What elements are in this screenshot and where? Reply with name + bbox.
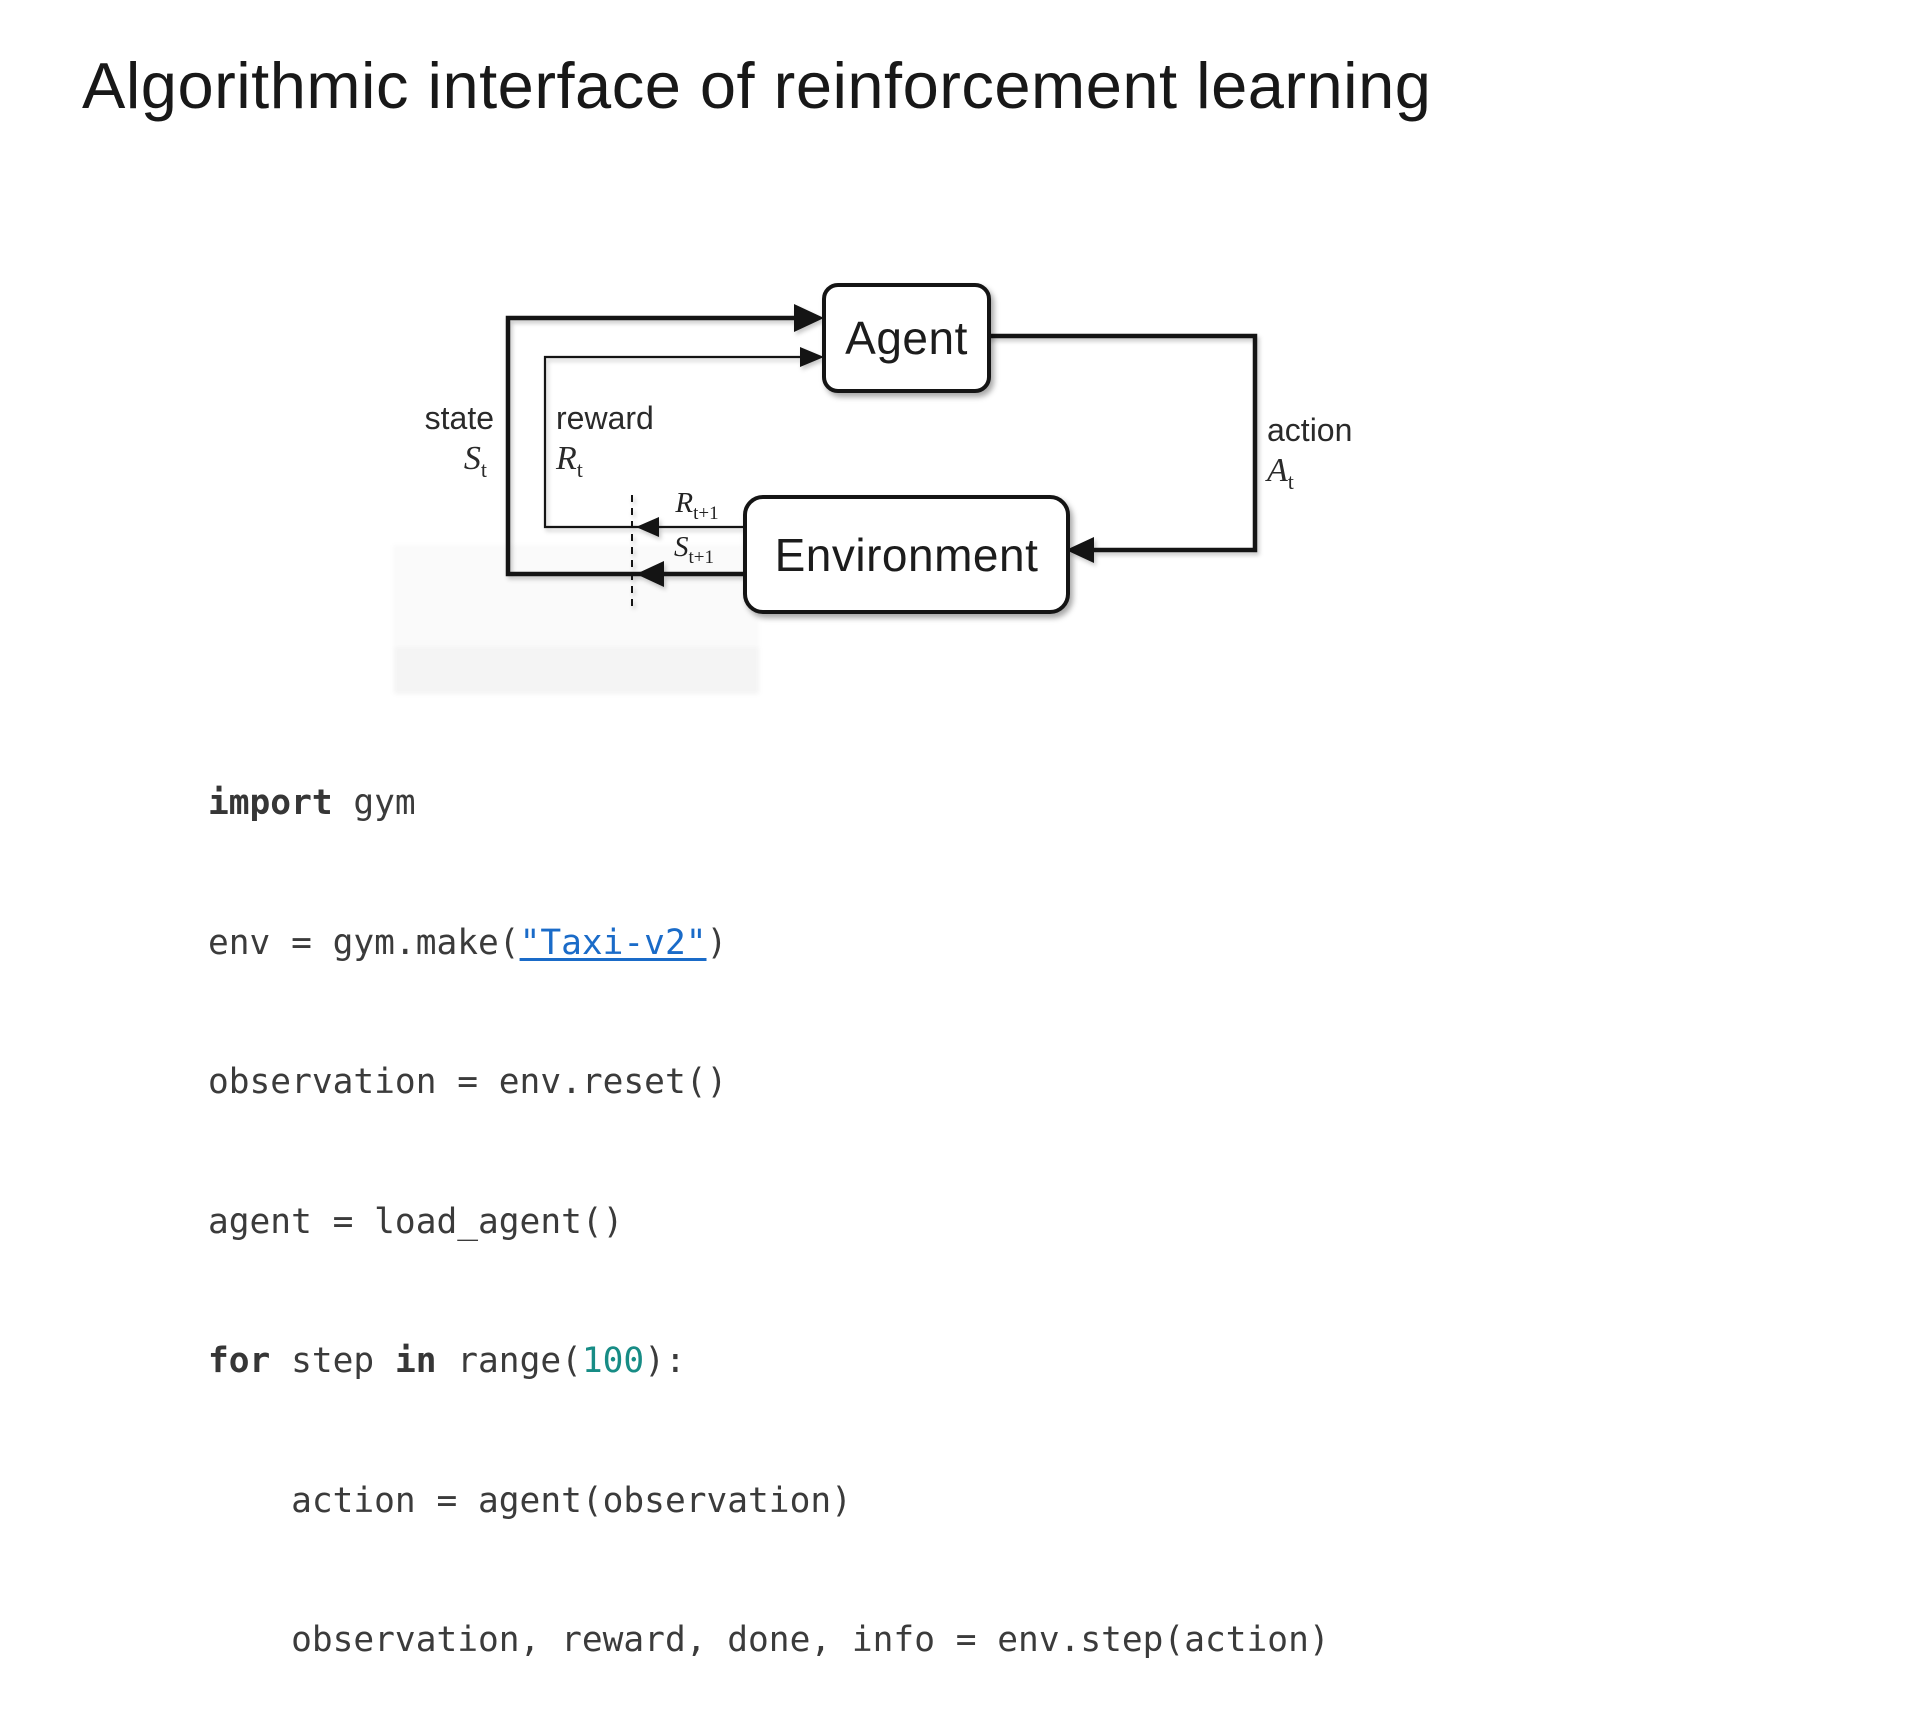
rl-loop-diagram (505, 304, 1258, 608)
slide-title: Algorithmic interface of reinforcement l… (82, 49, 1432, 122)
state-symbol: St (390, 438, 487, 491)
code-line: observation = env.reset() (208, 1059, 1330, 1106)
code-token: ) (706, 922, 728, 963)
state-timestep-arrowhead (636, 561, 664, 587)
state-symbol-sub: t (480, 456, 487, 482)
code-line: agent = load_agent() (208, 1199, 1330, 1246)
code-line: for step in range(100): (208, 1338, 1330, 1385)
state-loop-line (505, 315, 802, 577)
code-token: gym (332, 783, 416, 823)
reward-label: reward (556, 400, 654, 436)
state-next-base: S (674, 531, 689, 563)
code-token: 100 (581, 1341, 645, 1381)
reward-next-base: R (675, 487, 694, 519)
action-label-group: action At (1267, 410, 1352, 503)
reward-timestep-arrowhead (636, 517, 659, 537)
environment-box: Environment (743, 495, 1070, 614)
code-line: action = agent(observation) (208, 1478, 1330, 1525)
code-token: agent = load_agent() (208, 1201, 624, 1242)
code-token: for (208, 1341, 271, 1381)
reward-symbol: Rt (556, 438, 654, 491)
state-symbol-base: S (463, 440, 481, 477)
code-block: import gym env = gym.make("Taxi-v2") obs… (208, 687, 1330, 1710)
agent-box: Agent (822, 283, 991, 393)
code-line: import gym (208, 780, 1330, 827)
reward-next-sub: t+1 (693, 502, 719, 524)
action-loop-line (985, 333, 1258, 553)
code-token: observation = env.reset() (208, 1062, 728, 1102)
agent-label: Agent (845, 312, 968, 364)
reward-label-group: reward Rt (556, 398, 654, 491)
code-line: observation, reward, done, info = env.st… (208, 1617, 1330, 1664)
state-into-agent-arrowhead (794, 304, 824, 332)
reward-symbol-sub: t (576, 456, 583, 482)
action-symbol-sub: t (1287, 468, 1294, 494)
taxi-v2-link[interactable]: "Taxi-v2" (519, 922, 707, 963)
code-token: observation, reward, done, info = env.st… (208, 1620, 1330, 1660)
reward-into-agent-arrowhead (800, 347, 824, 367)
code-token: action = agent(observation) (208, 1480, 852, 1521)
code-line: env = gym.make("Taxi-v2") (208, 920, 1330, 967)
state-next-symbol: St+1 (657, 531, 731, 569)
action-symbol-base: A (1267, 452, 1288, 489)
code-token: in (394, 1341, 437, 1381)
state-label-group: state St (390, 398, 494, 491)
reward-next-symbol: Rt+1 (660, 487, 734, 525)
state-label: state (424, 400, 494, 436)
action-symbol: At (1267, 450, 1352, 503)
environment-label: Environment (774, 528, 1039, 581)
reward-symbol-base: R (556, 440, 577, 477)
code-token: range( (436, 1341, 582, 1381)
action-into-environment-arrowhead (1066, 537, 1094, 563)
code-token: env = gym.make( (208, 922, 520, 963)
action-label: action (1267, 412, 1353, 448)
code-token: import (208, 783, 333, 823)
code-token: ): (644, 1341, 686, 1381)
state-next-sub: t+1 (688, 546, 715, 568)
code-token: step (270, 1341, 395, 1381)
